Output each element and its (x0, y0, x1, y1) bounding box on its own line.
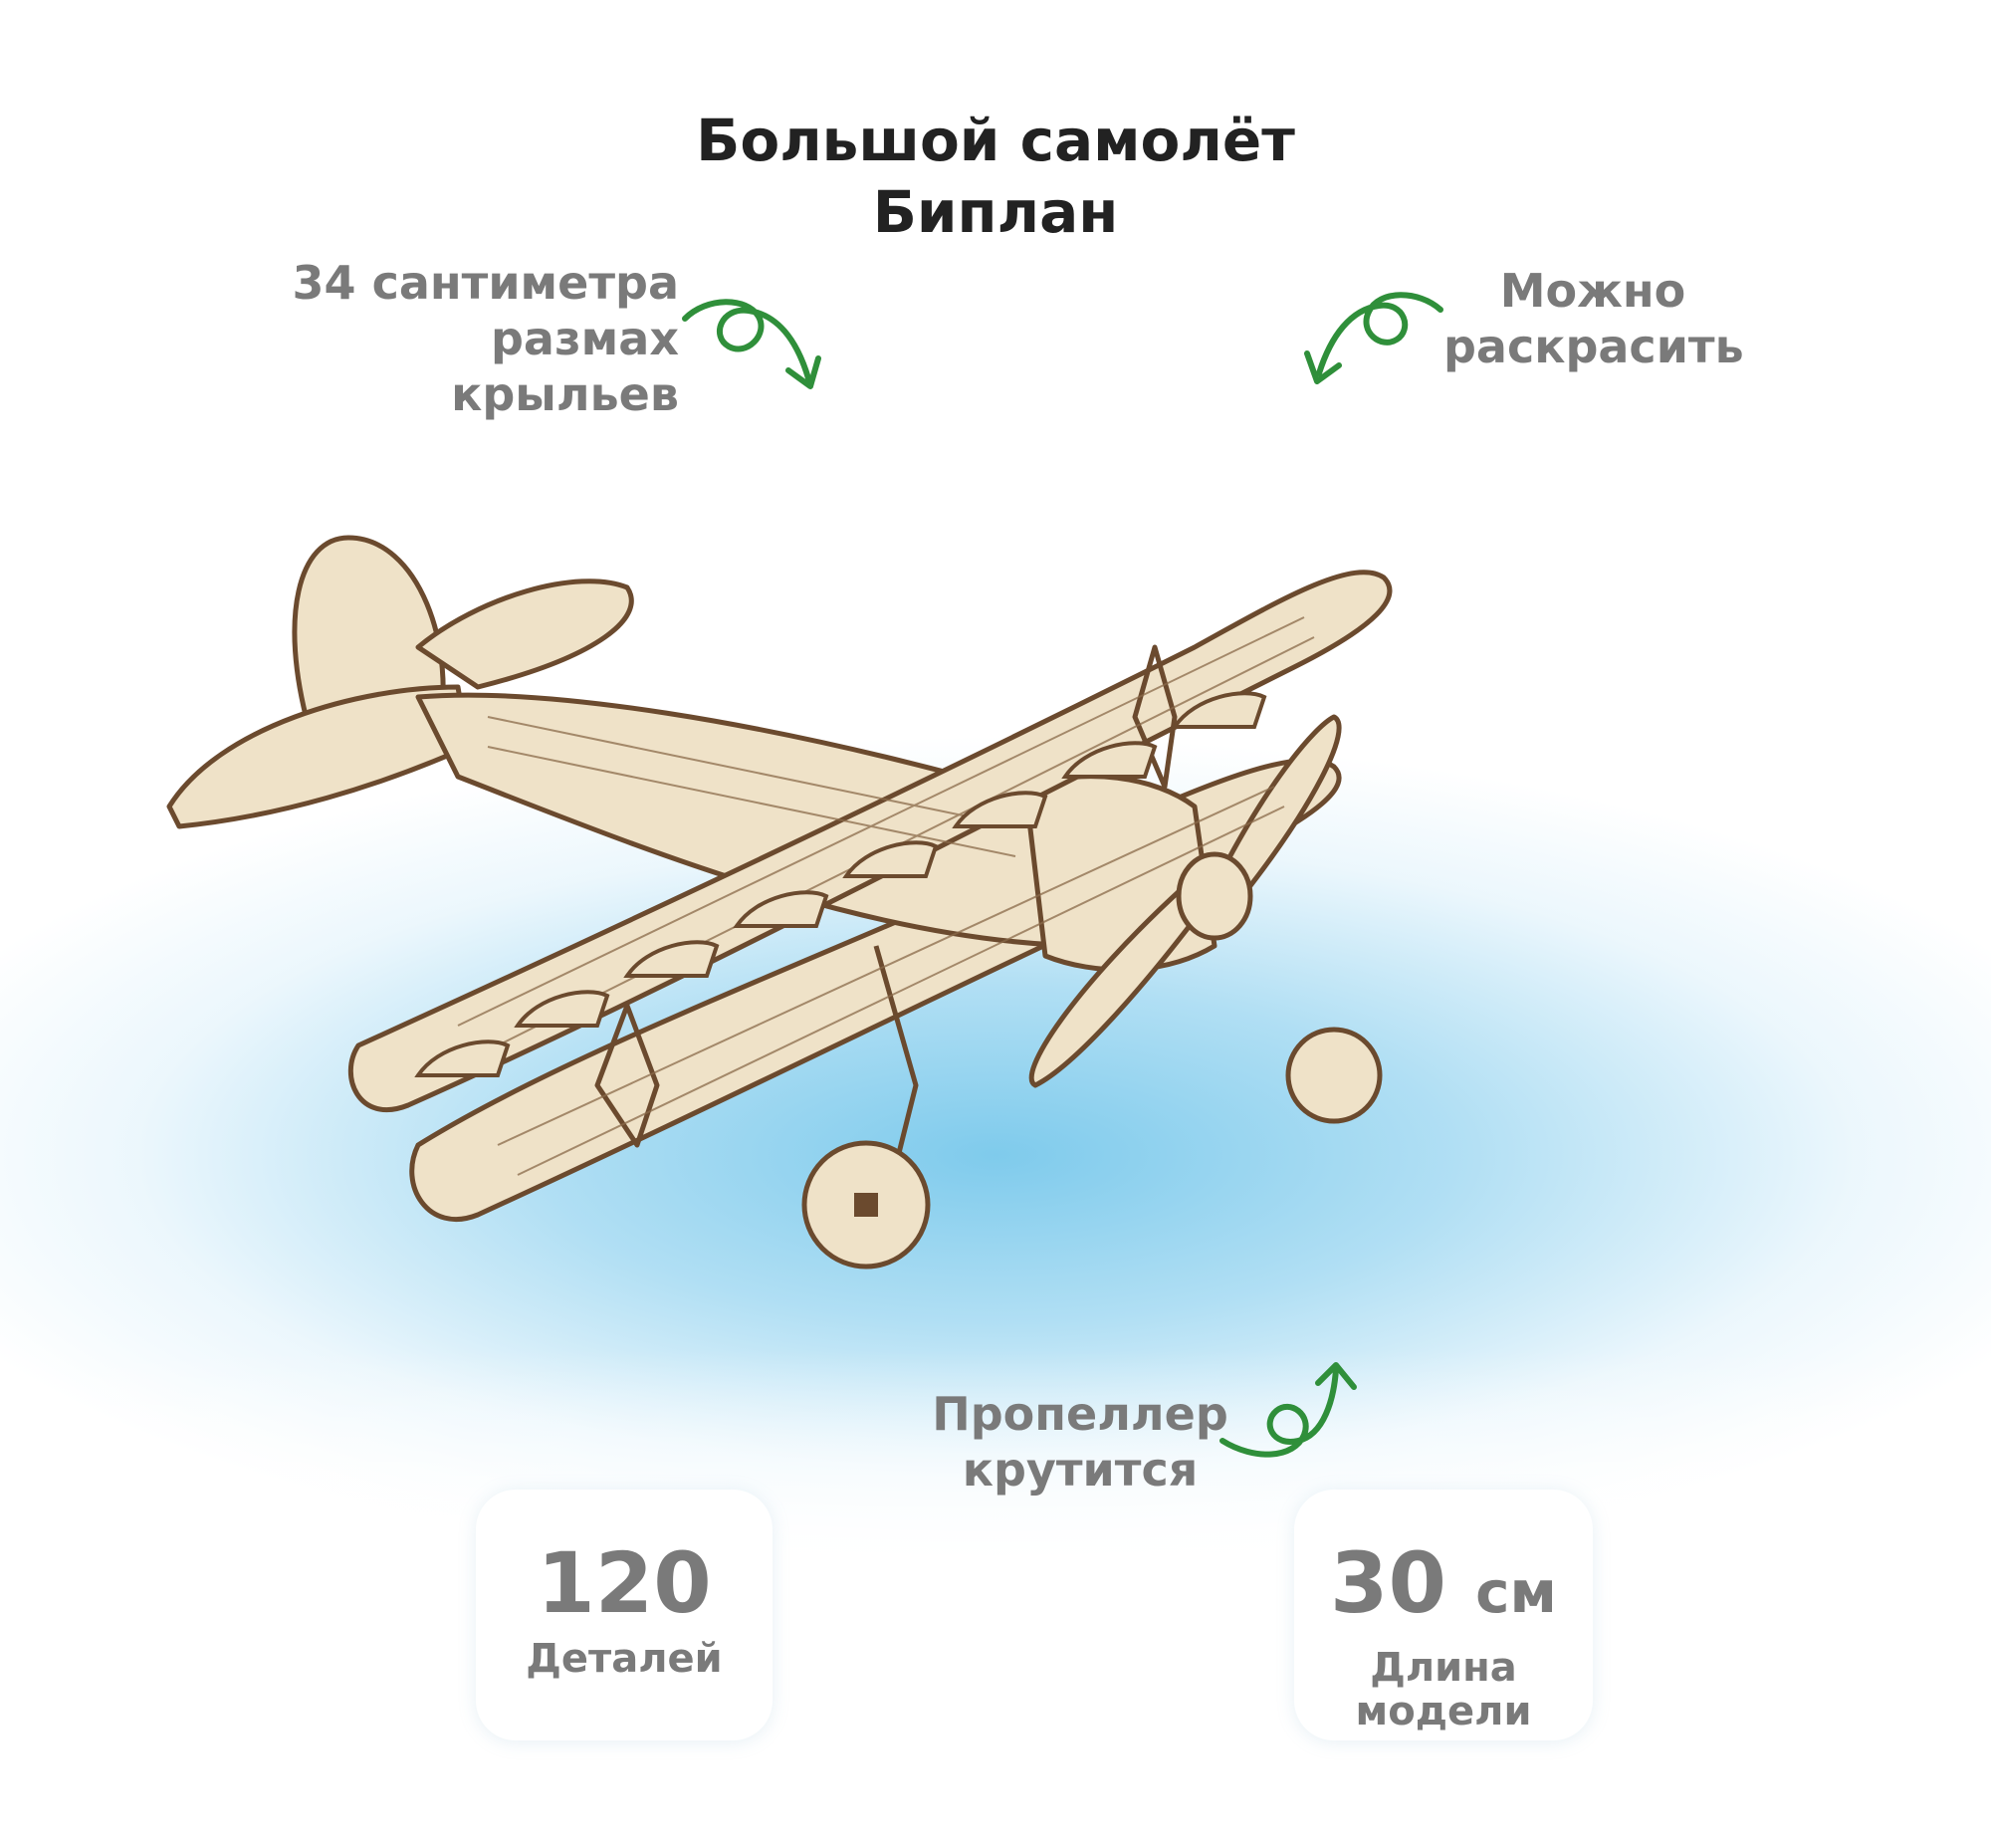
model-length-caption: Длина модели (1294, 1646, 1593, 1733)
biplane-model-image (166, 535, 1393, 1270)
wingspan-label-line-2: размах крыльев (451, 312, 679, 421)
wing-strut-left (594, 1003, 660, 1148)
curly-arrow-icon-paint (1304, 292, 1443, 384)
upper-wing (347, 570, 1393, 1113)
paint-label: Можно раскрасить (1443, 263, 1744, 374)
propeller-blade-top (1212, 714, 1342, 909)
propeller-label: Пропеллер крутится (926, 1386, 1234, 1498)
model-length-unit: см (1475, 1558, 1557, 1626)
parts-count-card: 120 Деталей (476, 1490, 773, 1740)
model-length-value-row: 30 см (1294, 1535, 1593, 1640)
tail-stabilizer-right (415, 578, 634, 690)
model-length-value: 30 (1330, 1534, 1446, 1632)
propeller-hub (1176, 851, 1253, 941)
title-line-2: Биплан (872, 178, 1119, 246)
paint-label-line-2: раскрасить (1443, 320, 1744, 373)
model-length-caption-line-1: Длина (1370, 1645, 1517, 1691)
paint-label-line-1: Можно (1499, 264, 1686, 318)
propeller-label-line-1: Пропеллер (932, 1387, 1228, 1441)
landing-gear-strut (873, 945, 919, 1166)
propeller-label-line-2: крутится (962, 1443, 1199, 1497)
product-title: Большой самолёт Биплан (0, 105, 1991, 248)
propeller-blade-bottom (1028, 883, 1208, 1088)
wingspan-label: 34 сантиметра размах крыльев (261, 255, 679, 422)
title-line-1: Большой самолёт (696, 107, 1295, 174)
rear-wheel (1285, 1027, 1383, 1124)
parts-count-value: 120 (537, 1534, 712, 1632)
wingspan-label-line-1: 34 сантиметра (292, 256, 679, 310)
tail-fin (292, 535, 446, 740)
wing-strut-right (1132, 644, 1178, 790)
wheel-hub (854, 1193, 878, 1217)
model-length-caption-line-2: модели (1355, 1689, 1532, 1734)
parts-count-caption: Деталей (526, 1636, 723, 1682)
curly-arrow-icon-propeller (1219, 1362, 1357, 1458)
curly-arrow-icon-wingspan (682, 299, 821, 389)
model-length-card: 30 см Длина модели (1294, 1490, 1593, 1740)
